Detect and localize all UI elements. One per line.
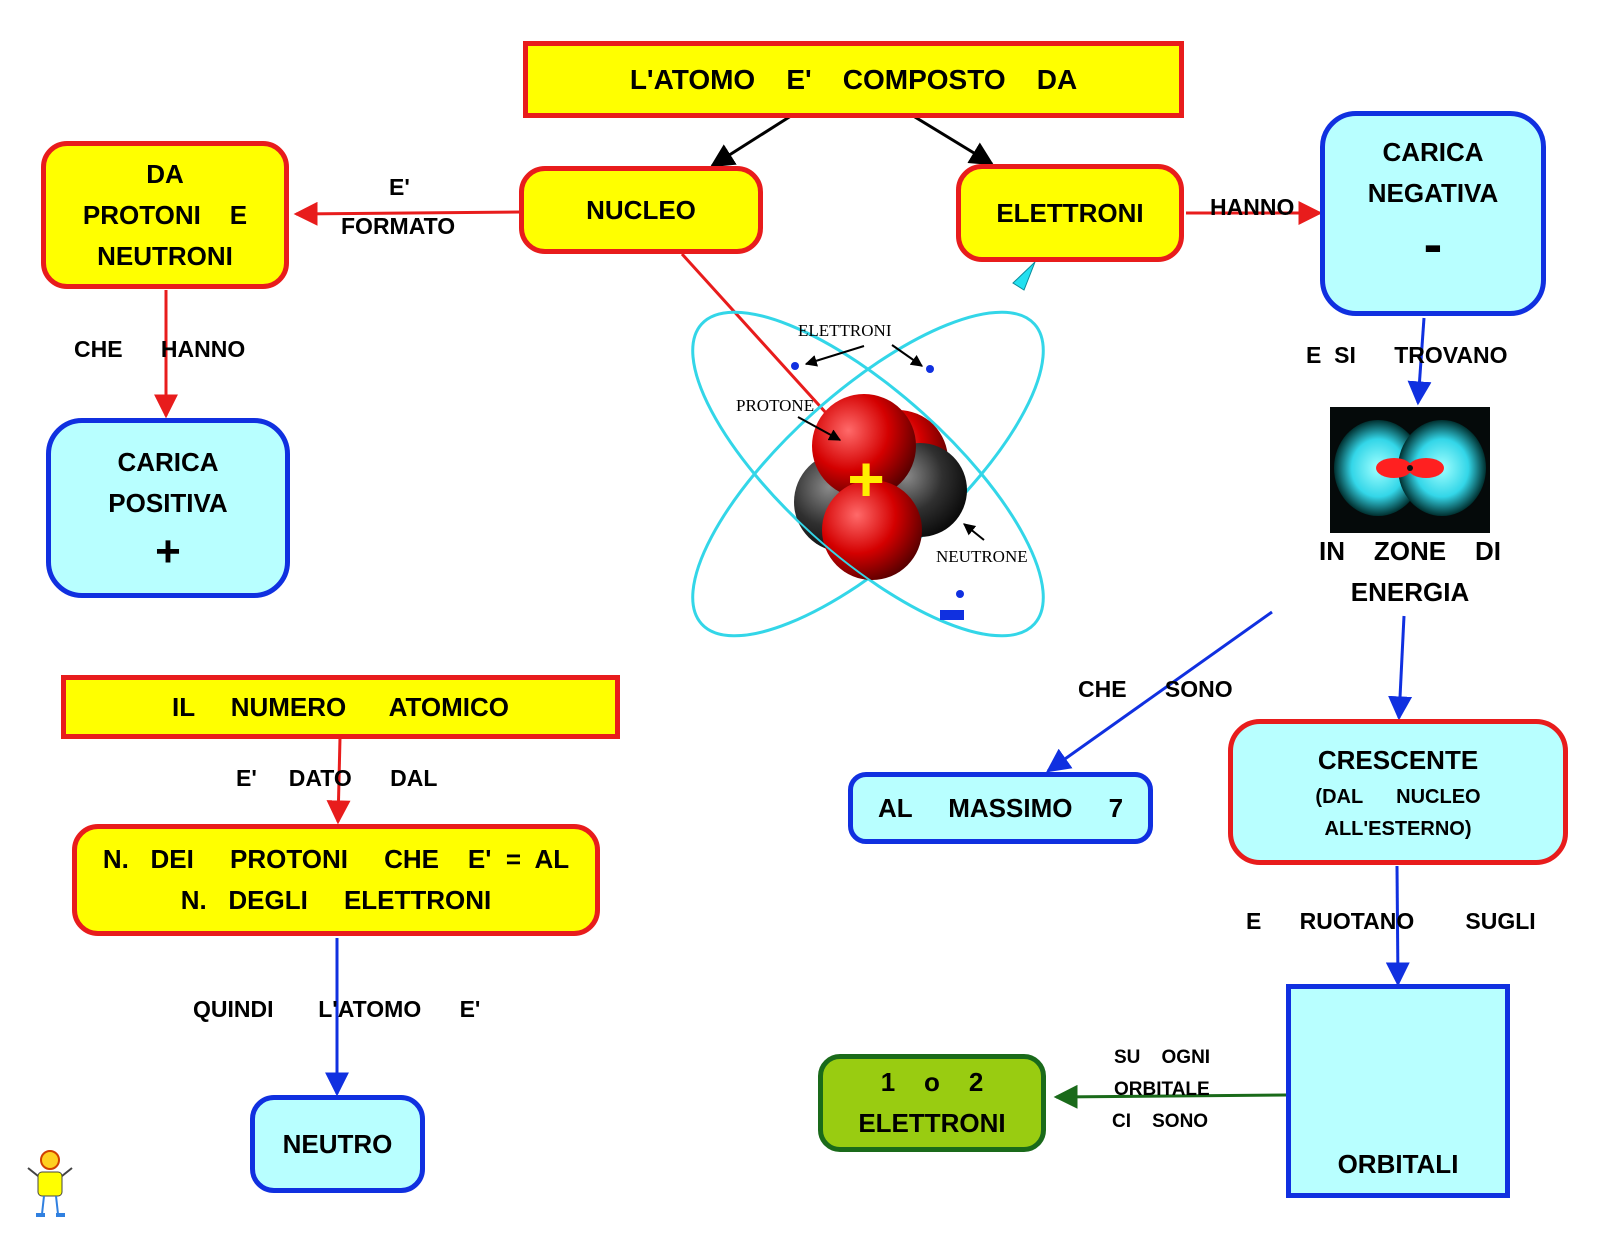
link-label-quindi: QUINDI L'ATOMO E' [193,996,481,1022]
protoni-line-1: DA [146,158,184,189]
link-label-che-hanno: CHE HANNO [74,336,246,362]
zone-energia-text: IN ZONE DI ENERGIA [1290,530,1530,614]
protoni-line-2: PROTONI E [82,199,248,230]
energy-zone-image [1330,407,1490,533]
arrow-negativa-zone [1407,317,1432,406]
protoni-eq-line-2: N. DEGLI ELETTRONI [180,885,492,915]
arrow-crescente-orbitali [1385,865,1410,987]
link-label-su-ogni-2: ORBITALE [1114,1079,1210,1100]
arrow-nucleo-protoni [293,201,521,226]
negativa-line-1: CARICA [1382,137,1484,167]
link-label-su-ogni-1: SU OGNI [1114,1047,1211,1068]
link-label-e-ruotano: E RUOTANO SUGLI [1246,908,1536,934]
cyan-pointer [1012,261,1036,291]
arrow-title-elettroni [909,112,995,166]
negativa-line-2: NEGATIVA [1367,178,1499,208]
title-text: L'ATOMO E' COMPOSTO DA [629,64,1078,95]
electron-dot [791,362,799,370]
orbitali-box: ORBITALI [1286,984,1510,1198]
link-label-che-sono: CHE SONO [1078,676,1233,702]
crescente-title: CRESCENTE [1317,744,1479,775]
neutro-text: NEUTRO [282,1128,393,1159]
carica-positiva-box: CARICA POSITIVA + [46,418,290,598]
protoni-neutroni-box: DA PROTONI E NEUTRONI [41,141,289,289]
protoni-eq-box: N. DEI PROTONI CHE E' = AL N. DEGLI ELET… [72,824,600,936]
orbitali-text: ORBITALI [1337,1149,1459,1179]
zone-line-2: ENERGIA [1350,577,1470,607]
carica-negativa-box: CARICA NEGATIVA - [1320,111,1546,316]
mascot-figure [27,1150,73,1217]
arrow-numero-protoni [326,737,351,825]
positiva-line-2: POSITIVA [108,488,228,518]
numero-atomico-text: IL NUMERO ATOMICO [171,691,510,722]
proton-sphere [812,394,916,498]
atom-label-protone: PROTONE [736,396,814,415]
elettroni-box: ELETTRONI [956,164,1184,262]
title-box: L'ATOMO E' COMPOSTO DA [523,41,1184,118]
protoni-eq-line-1: N. DEI PROTONI CHE E' = AL [102,844,570,874]
count-line-1: 1 o 2 [880,1067,984,1097]
atom-plus: + [847,443,884,515]
link-label-e-formato-2: FORMATO [341,213,456,239]
link-label-e-formato-1: E' [389,174,410,200]
positiva-line-1: CARICA [117,447,219,477]
arrow-orbitali-elettroni [1053,1084,1287,1109]
crescente-sub-1: (DAL NUCLEO [1315,785,1481,808]
electron-dot [926,365,934,373]
minus-mark [940,610,964,620]
link-label-su-ogni-3: CI SONO [1112,1111,1209,1132]
massimo-box: AL MASSIMO 7 [848,772,1153,844]
neutro-box: NEUTRO [250,1095,425,1193]
protoni-line-3: NEUTRONI [97,240,233,271]
electron-dot [956,590,964,598]
nucleo-box: NUCLEO [519,166,763,254]
atom-illustration: ELETTRONI PROTONE NEUTRONE + [691,310,1045,638]
elettroni-text: ELETTRONI [996,197,1144,228]
zone-line-1: IN ZONE DI [1318,536,1501,566]
atom-label-elettroni: ELETTRONI [798,321,892,340]
arrow-zone-massimo [1046,610,1273,773]
link-label-hanno: HANNO [1210,194,1295,220]
atom-label-neutrone: NEUTRONE [936,547,1028,566]
elettroni-count-box: 1 o 2 ELETTRONI [818,1054,1046,1152]
crescente-box: CRESCENTE (DAL NUCLEO ALL'ESTERNO) [1228,719,1568,865]
massimo-text: AL MASSIMO 7 [877,792,1124,823]
proton-sphere [822,480,922,580]
link-label-e-dato-dal: E' DATO DAL [236,765,438,791]
arrow-zone-crescente [1388,615,1413,721]
arrow-title-nucleo [709,112,795,168]
count-line-2: ELETTRONI [858,1108,1006,1138]
nucleo-text: NUCLEO [586,194,696,225]
plus-symbol: + [155,527,181,576]
crescente-sub-2: ALL'ESTERNO) [1324,817,1472,840]
numero-atomico-box: IL NUMERO ATOMICO [61,675,620,739]
link-label-e-si-trovano: E SI TROVANO [1306,342,1508,368]
minus-symbol: - [1423,212,1443,275]
